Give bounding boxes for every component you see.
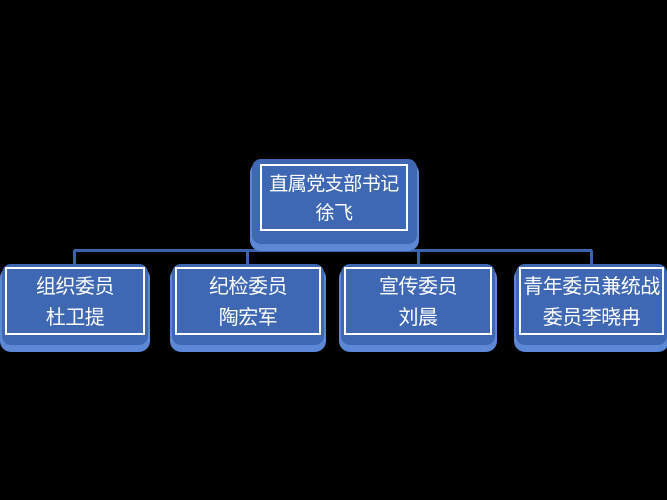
org-node-secretary-title: 直属党支部书记 bbox=[269, 172, 399, 195]
org-node-organization-title: 组织委员 bbox=[36, 274, 115, 299]
connector-drop-publicity bbox=[417, 250, 420, 266]
org-node-publicity-frame: 宣传委员 刘晨 bbox=[344, 267, 492, 335]
org-node-secretary-name: 徐飞 bbox=[315, 202, 353, 225]
org-node-youth-united-front-title: 青年委员兼统战 bbox=[523, 274, 660, 299]
org-node-publicity-name: 刘晨 bbox=[398, 304, 439, 329]
org-node-youth-united-front-member[interactable]: 青年委员兼统战 委员李晓冉 bbox=[516, 264, 667, 345]
connector-drop-organization bbox=[73, 250, 76, 266]
org-node-youth-united-front-frame: 青年委员兼统战 委员李晓冉 bbox=[519, 267, 664, 335]
org-node-discipline-title: 纪检委员 bbox=[209, 274, 288, 299]
org-node-discipline-frame: 纪检委员 陶宏军 bbox=[175, 267, 321, 335]
org-node-publicity-title: 宣传委员 bbox=[379, 274, 458, 299]
connector-drop-youth bbox=[590, 250, 593, 266]
org-node-secretary[interactable]: 直属党支部书记 徐飞 bbox=[252, 159, 417, 244]
org-node-youth-united-front-name: 委员李晓冉 bbox=[542, 304, 641, 329]
org-node-organization-name: 杜卫提 bbox=[45, 304, 105, 329]
org-node-organization-frame: 组织委员 杜卫提 bbox=[5, 267, 145, 335]
connector-horizontal-bar bbox=[74, 249, 592, 252]
org-node-organization-member[interactable]: 组织委员 杜卫提 bbox=[2, 264, 148, 345]
org-node-publicity-member[interactable]: 宣传委员 刘晨 bbox=[341, 264, 495, 345]
connector-drop-discipline bbox=[246, 250, 249, 266]
org-node-discipline-member[interactable]: 纪检委员 陶宏军 bbox=[172, 264, 324, 345]
org-node-secretary-frame: 直属党支部书记 徐飞 bbox=[260, 164, 408, 231]
connector-root-stub bbox=[333, 242, 336, 251]
org-node-discipline-name: 陶宏军 bbox=[218, 304, 278, 329]
